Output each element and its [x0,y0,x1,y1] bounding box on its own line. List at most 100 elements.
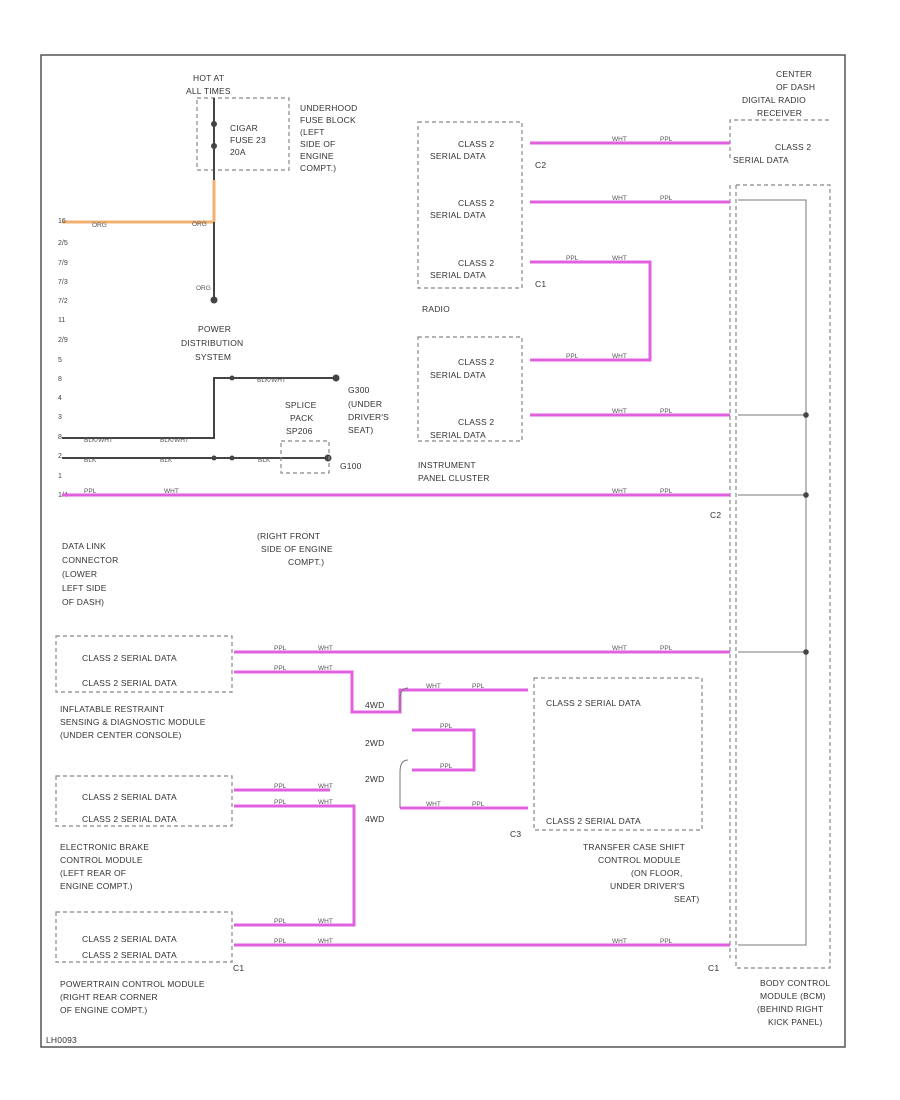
dlc-pin: 2 [58,453,62,460]
wl-ppl: PPL [660,488,673,495]
right-front-line1: (RIGHT FRONT [257,531,320,541]
tccm-data-2: CLASS 2 SERIAL DATA [546,816,641,826]
g300-name: G300 [348,385,370,395]
pcm-line2: (RIGHT REAR CORNER [60,992,158,1002]
radio-data2b: SERIAL DATA [430,210,486,220]
class2-wires [62,141,730,947]
ipc-label2: PANEL CLUSTER [418,473,490,483]
airbag-data-2: CLASS 2 SERIAL DATA [82,678,177,688]
wire-org-3: ORG [196,285,211,292]
dr-data1: CLASS 2 [775,142,811,152]
tccm-module: CLASS 2 SERIAL DATA CLASS 2 SERIAL DATA … [510,677,703,904]
ebcm-line1: ELECTRONIC BRAKE [60,842,149,852]
ipc-data1b: CLASS 2 [458,417,494,427]
tccm-data: CLASS 2 SERIAL DATA [546,698,641,708]
bcm-line3: (BEHIND RIGHT [757,1004,823,1014]
wire-org-2: ORG [192,221,207,228]
ipc-data1: CLASS 2 [458,357,494,367]
radio-data1c: CLASS 2 [458,258,494,268]
ebcm-data: CLASS 2 SERIAL DATA [82,792,177,802]
pcm-c1: C1 [233,963,244,973]
dlc-pin: 8 [58,376,62,383]
power-dist-line3: SYSTEM [195,352,231,362]
g300-line1: (UNDER [348,399,382,409]
dlc-pin: 2/5 [58,240,68,247]
pcm-data: CLASS 2 SERIAL DATA [82,934,177,944]
radio-c2: C2 [535,160,546,170]
tccm-line2: CONTROL MODULE [598,855,681,865]
hot-label-2: ALL TIMES [186,86,231,96]
radio-module: CLASS 2 SERIAL DATA CLASS 2 SERIAL DATA … [417,121,546,314]
bcm-c1: C1 [708,963,719,973]
fuse-name: CIGAR [230,123,258,133]
fuse-block-line3: (LEFT [300,127,325,137]
drive-4wd-2: 4WD [365,814,385,824]
airbag-line2: SENSING & DIAGNOSTIC MODULE [60,717,206,727]
tccm-c3: C3 [510,829,521,839]
bcm-module: C2 C1 BODY CONTROL MODULE (BCM) (BEHIND … [708,184,831,1027]
ebcm-line3: (LEFT REAR OF [60,868,126,878]
fuse-amp: 20A [230,147,246,157]
bcm-line2: MODULE (BCM) [760,991,826,1001]
wl-wht: WHT [612,353,627,360]
wire-blk-wht-3: BLK/WHT [257,377,286,384]
wl-ppl: PPL [660,938,673,945]
g100-name: G100 [340,461,362,471]
splice-line3: SP206 [286,426,313,436]
wl-ppl: PPL [440,763,453,770]
fuse-block-line4: SIDE OF [300,139,335,149]
wl-ppl: PPL [660,645,673,652]
wl-ppl: PPL [660,408,673,415]
fuse-id: FUSE 23 [230,135,266,145]
wl-ppl: PPL [274,783,287,790]
drive-2wd-2: 2WD [365,774,385,784]
dlc-line5: OF DASH) [62,597,104,607]
airbag-module: CLASS 2 SERIAL DATA CLASS 2 SERIAL DATA … [55,635,233,740]
wl-ppl: PPL [472,683,485,690]
drive-4wd-1: 4WD [365,700,385,710]
dlc-pin: 11 [58,317,65,324]
radio-data1: CLASS 2 [458,139,494,149]
radio-c1: C1 [535,279,546,289]
wl-ppl: PPL [84,488,97,495]
wl-wht: WHT [318,665,333,672]
wire-blk-3: BLK [258,457,271,464]
dlc-line3: (LOWER [62,569,97,579]
bcm-line1: BODY CONTROL [760,978,830,988]
dlc-line2: CONNECTOR [62,555,118,565]
ipc-module: CLASS 2 SERIAL DATA CLASS 2 SERIAL DATA … [417,336,523,483]
pcm-data-2: CLASS 2 SERIAL DATA [82,950,177,960]
fuse-block-line2: FUSE BLOCK [300,115,356,125]
wl-wht: WHT [318,799,333,806]
pink-wire-labels: WHT PPL WHT PPL PPL WHT PPL WHT WHT PPL … [84,136,673,945]
wl-wht: WHT [318,918,333,925]
airbag-line3: (UNDER CENTER CONSOLE) [60,730,182,740]
radio-data2: SERIAL DATA [430,151,486,161]
wire-blk-wht-2: BLK/WHT [160,437,189,444]
fuse-block-line1: UNDERHOOD [300,103,358,113]
tccm-line4: UNDER DRIVER'S [610,881,685,891]
dlc-pin: 4 [58,395,62,402]
ebcm-line4: ENGINE COMPT.) [60,881,133,891]
wl-wht: WHT [318,938,333,945]
wl-ppl: PPL [440,723,453,730]
wl-ppl: PPL [566,255,579,262]
pcm-module: CLASS 2 SERIAL DATA CLASS 2 SERIAL DATA … [55,911,244,1015]
right-front-line3: COMPT.) [288,557,324,567]
dlc-pin: 1 [58,473,62,480]
dlc-pin: 8 [58,434,62,441]
dlc-line4: LEFT SIDE [62,583,107,593]
dlc-pin: 3 [58,414,62,421]
wl-ppl: PPL [566,353,579,360]
wl-wht: WHT [426,801,441,808]
wl-wht: WHT [612,195,627,202]
diagram-frame [40,54,846,1048]
radio-data1b: CLASS 2 [458,198,494,208]
dlc-pin: 7/2 [58,298,68,305]
ebcm-data-2: CLASS 2 SERIAL DATA [82,814,177,824]
g300-line2: DRIVER'S [348,412,389,422]
wire-org-1: ORG [92,222,107,229]
wl-wht: WHT [612,255,627,262]
pcm-line3: OF ENGINE COMPT.) [60,1005,147,1015]
wl-wht: WHT [612,645,627,652]
